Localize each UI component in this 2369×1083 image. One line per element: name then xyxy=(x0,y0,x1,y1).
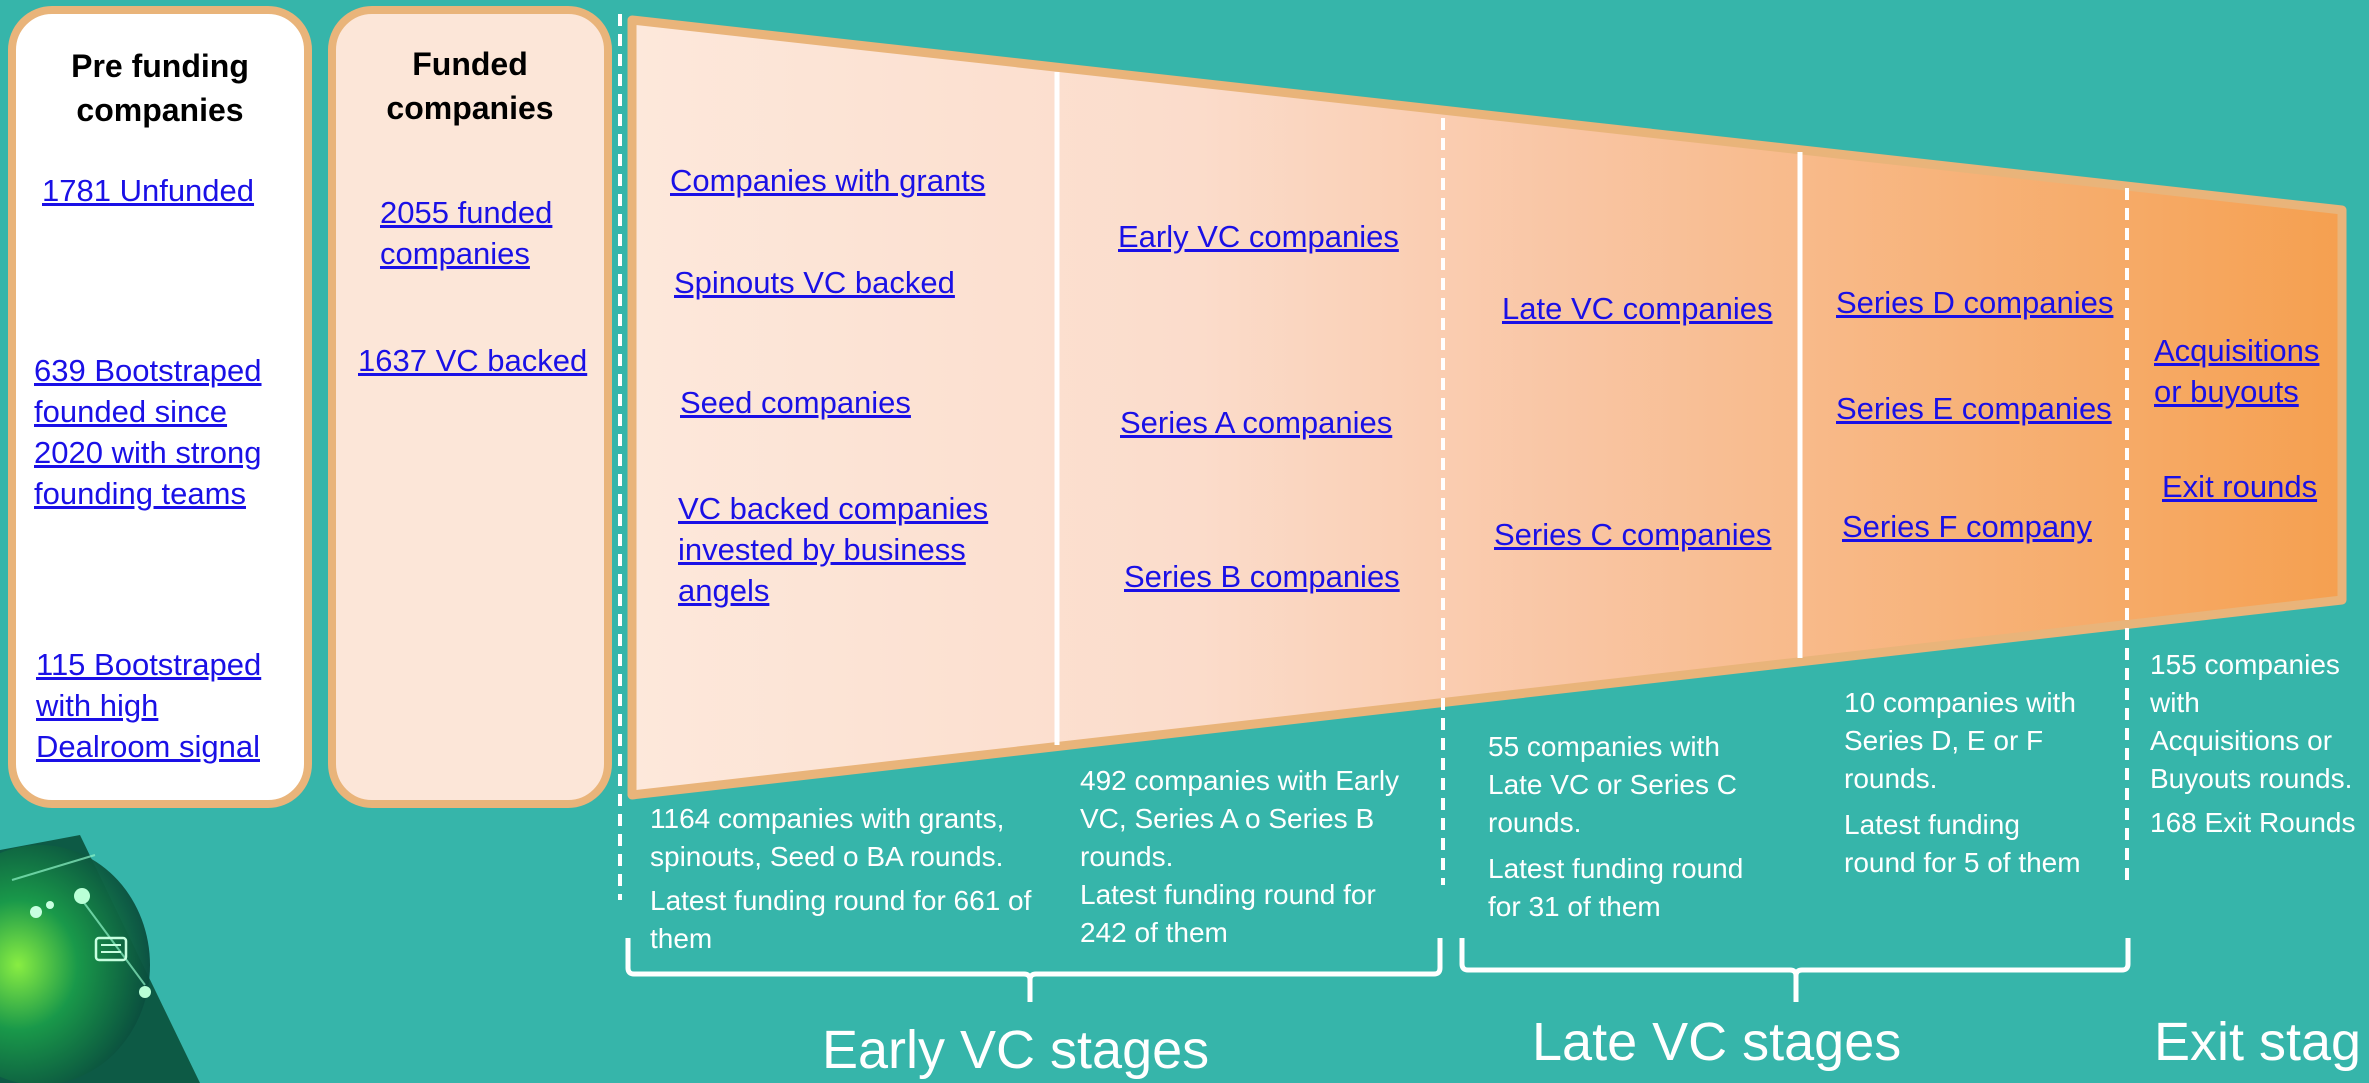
note-line: VC, Series A o Series B xyxy=(1080,803,1375,834)
seed-link[interactable]: Seed companies xyxy=(680,385,911,420)
note-line: rounds. xyxy=(1488,807,1582,838)
note-line: Buyouts rounds. xyxy=(2150,763,2353,794)
series-f-link[interactable]: Series F company xyxy=(1842,509,2092,544)
brace-early-vc xyxy=(625,938,1443,1002)
note-line: round for 5 of them xyxy=(1844,847,2081,878)
business-angels-link[interactable]: VC backed companies invested by business… xyxy=(678,488,988,611)
series-def-summary-note: 10 companies with Series D, E or F round… xyxy=(1844,684,2081,882)
series-c-link[interactable]: Series C companies xyxy=(1494,517,1772,552)
note-line: 492 companies with Early xyxy=(1080,765,1400,796)
brace-late-vc xyxy=(1459,938,2131,1002)
decorative-network-graphic xyxy=(0,835,200,1083)
series-d-link[interactable]: Series D companies xyxy=(1836,285,2114,320)
late-vc-stages-label: Late VC stages xyxy=(1532,1012,1902,1072)
funded-card: Funded companies xyxy=(328,6,612,808)
note-line: spinouts, Seed o BA rounds. xyxy=(650,841,1004,872)
funded-title: Funded companies xyxy=(336,42,604,130)
pre-funding-title-line: companies xyxy=(76,92,244,128)
note-line: 155 companies xyxy=(2150,649,2340,680)
note-line: them xyxy=(650,923,713,954)
late-vc-link[interactable]: Late VC companies xyxy=(1502,291,1773,326)
link-line[interactable]: angels xyxy=(678,573,770,608)
exit-rounds-link[interactable]: Exit rounds xyxy=(2162,469,2318,504)
acquisitions-buyouts-link[interactable]: Acquisitions or buyouts xyxy=(2154,330,2319,412)
series-b-link[interactable]: Series B companies xyxy=(1124,559,1400,594)
link-line[interactable]: 2055 funded xyxy=(380,195,553,230)
funded-companies-link[interactable]: 2055 funded companies xyxy=(380,192,552,274)
late-vc-summary-note: 55 companies with Late VC or Series C ro… xyxy=(1488,728,1743,926)
note-line: with xyxy=(2150,687,2200,718)
link-line[interactable]: 115 Bootstraped xyxy=(36,647,262,682)
note-line: Series D, E or F xyxy=(1844,725,2044,756)
pre-funding-title-line: Pre funding xyxy=(71,48,249,84)
funded-title-line: Funded xyxy=(412,46,528,82)
note-line: Late VC or Series C xyxy=(1488,769,1737,800)
bootstrapped-strong-teams-link[interactable]: 639 Bootstraped founded since 2020 with … xyxy=(34,350,262,514)
bootstrapped-high-signal-link[interactable]: 115 Bootstraped with high Dealroom signa… xyxy=(36,644,261,767)
note-line: 1164 companies with grants, xyxy=(650,803,1005,834)
note-line: 55 companies with xyxy=(1488,731,1720,762)
note-line: Latest funding round for 661 of xyxy=(650,885,1032,916)
link-line[interactable]: VC backed companies xyxy=(678,491,989,526)
funded-title-line: companies xyxy=(386,90,554,126)
series-e-link[interactable]: Series E companies xyxy=(1836,391,2112,426)
early-stage-summary-note: 1164 companies with grants, spinouts, Se… xyxy=(650,800,1031,958)
note-line: for 31 of them xyxy=(1488,891,1661,922)
link-line[interactable]: Dealroom signal xyxy=(36,729,260,764)
note-line: Acquisitions or xyxy=(2150,725,2333,756)
link-line[interactable]: with high xyxy=(36,688,159,723)
spinouts-link[interactable]: Spinouts VC backed xyxy=(674,265,955,300)
link-line[interactable]: companies xyxy=(380,236,530,271)
note-line: 10 companies with xyxy=(1844,687,2076,718)
link-line[interactable]: or buyouts xyxy=(2154,374,2299,409)
link-line[interactable]: 2020 with strong xyxy=(34,435,262,470)
exit-stages-label: Exit stag xyxy=(2154,1012,2362,1072)
exit-summary-note: 155 companies with Acquisitions or Buyou… xyxy=(2150,646,2355,842)
note-line: 168 Exit Rounds xyxy=(2150,807,2356,838)
link-line[interactable]: invested by business xyxy=(678,532,966,567)
note-line: rounds. xyxy=(1080,841,1174,872)
pre-funding-title: Pre funding companies xyxy=(16,44,304,132)
link-line[interactable]: founding teams xyxy=(34,476,246,511)
early-vc-stages-label: Early VC stages xyxy=(822,1020,1210,1080)
unfunded-link[interactable]: 1781 Unfunded xyxy=(42,173,255,208)
note-line: Latest funding xyxy=(1844,809,2020,840)
early-vc-summary-note: 492 companies with Early VC, Series A o … xyxy=(1080,762,1399,952)
link-line[interactable]: founded since xyxy=(34,394,228,429)
link-line[interactable]: Acquisitions xyxy=(2154,333,2320,368)
note-line: Latest funding round for xyxy=(1080,879,1376,910)
grants-link[interactable]: Companies with grants xyxy=(670,163,986,198)
pre-funding-card: Pre funding companies xyxy=(8,6,312,808)
early-vc-link[interactable]: Early VC companies xyxy=(1118,219,1399,254)
link-line[interactable]: 639 Bootstraped xyxy=(34,353,262,388)
vc-backed-link[interactable]: 1637 VC backed xyxy=(358,343,588,378)
series-a-link[interactable]: Series A companies xyxy=(1120,405,1393,440)
note-line: rounds. xyxy=(1844,763,1938,794)
note-line: Latest funding round xyxy=(1488,853,1744,884)
note-line: 242 of them xyxy=(1080,917,1228,948)
